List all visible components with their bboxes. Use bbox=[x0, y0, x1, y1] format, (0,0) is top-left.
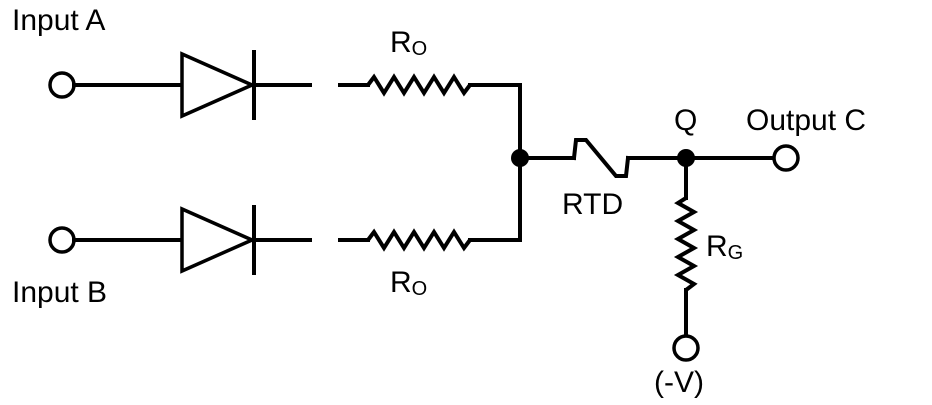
resistor-ro-top bbox=[366, 73, 472, 97]
rg-main: R bbox=[706, 230, 728, 263]
rtd-label: RTD bbox=[562, 188, 624, 221]
diode-a bbox=[180, 50, 312, 120]
rg-sub: G bbox=[727, 242, 744, 264]
diode-b bbox=[180, 205, 312, 275]
input-a-terminal bbox=[48, 71, 76, 99]
node-q-label: Q bbox=[674, 104, 698, 137]
ro-top-label: RO bbox=[390, 26, 428, 60]
neg-v-terminal bbox=[672, 334, 700, 362]
rtd-symbol bbox=[571, 138, 631, 178]
input-b-label: Input B bbox=[12, 276, 108, 309]
output-c-terminal bbox=[772, 144, 800, 172]
rg-label: RG bbox=[706, 230, 744, 264]
wire-ro-top-to-junction bbox=[468, 83, 522, 242]
resistor-ro-bottom bbox=[366, 228, 472, 252]
input-b-terminal bbox=[48, 226, 76, 254]
ro-top-main: R bbox=[390, 26, 412, 59]
output-c-label: Output C bbox=[746, 104, 867, 137]
ro-bottom-sub: O bbox=[411, 278, 428, 300]
input-a-label: Input A bbox=[12, 4, 106, 37]
ro-bottom-label: RO bbox=[390, 266, 428, 300]
resistor-rg bbox=[673, 196, 699, 292]
neg-v-label: (-V) bbox=[654, 366, 704, 399]
ro-bottom-main: R bbox=[390, 266, 412, 299]
ro-top-sub: O bbox=[411, 38, 428, 60]
